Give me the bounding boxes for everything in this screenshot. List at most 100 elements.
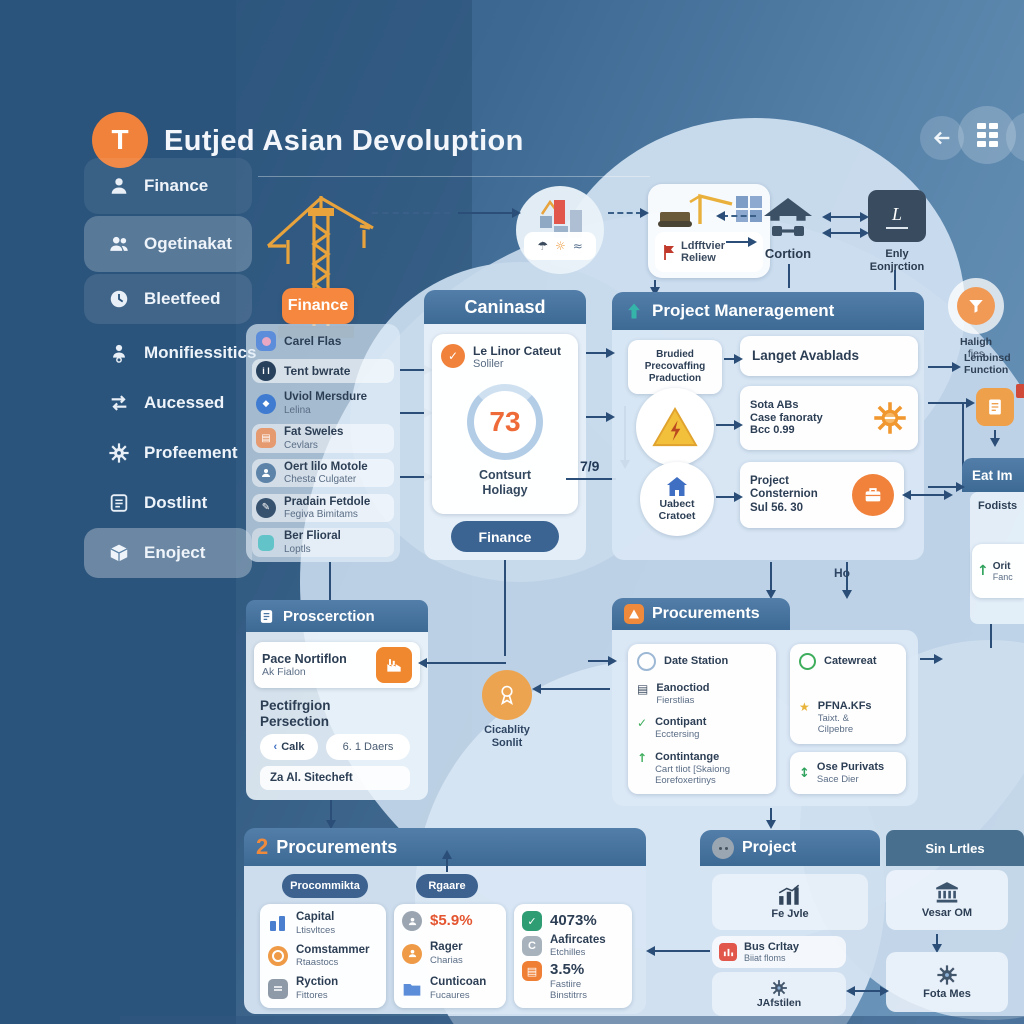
sidebar-item-label: Bleetfeed	[144, 289, 221, 308]
pm-house-node: Uabect Cratoet	[640, 462, 714, 536]
rail-doc-node	[976, 388, 1014, 426]
gear-icon	[936, 964, 958, 986]
up-arrow-icon: ↑	[637, 751, 648, 765]
gear-icon	[770, 979, 788, 997]
list-item: Date Station	[637, 652, 767, 671]
sidebar-item-label: Aucessed	[144, 393, 225, 412]
orange-gear-icon	[872, 400, 908, 436]
check-badge-icon: ✓	[441, 344, 465, 368]
sidebar-item-monifiessitics[interactable]: Monifiessitics	[84, 332, 256, 374]
up-arrow-icon	[624, 301, 644, 321]
funnel-icon	[957, 287, 995, 325]
person-icon	[108, 175, 130, 197]
grid-menu-icon	[976, 123, 998, 147]
chevron-left-icon: ‹	[273, 741, 278, 753]
list-item: ▤ 3.5%Fastiire Binstitrrs	[522, 961, 624, 1001]
pause-circle-icon	[637, 652, 656, 671]
people-icon	[108, 233, 130, 255]
caninasd-caption: Contsurt Holiagy	[478, 468, 532, 497]
cortion-label: Cortion	[764, 246, 812, 261]
invoice-tile-icon: ▤	[522, 961, 542, 982]
person-pin-icon	[108, 342, 130, 364]
daers-button[interactable]: 6. 1 Daers	[326, 734, 410, 760]
proscerction-row2: Za Al. Sitecheft	[260, 766, 410, 790]
check-icon: ✓	[637, 716, 648, 731]
proscerction-subhead: Pectifrgion Persection	[260, 698, 331, 729]
finance-pill-button[interactable]: Finance	[451, 521, 559, 552]
person-badge-icon	[256, 463, 276, 484]
logo-letter: T	[111, 124, 129, 155]
construction-scene-icon	[654, 188, 764, 230]
project-management-header: Project Maneragement	[612, 292, 924, 330]
umbrella-icon: ☂	[537, 239, 548, 253]
medal-icon	[496, 683, 518, 707]
sidebar-item-aucessed[interactable]: Aucessed	[84, 382, 252, 424]
rail-top-node	[948, 278, 1004, 334]
back-button[interactable]	[920, 116, 964, 160]
sidebar-item-dostlint[interactable]: Dostlint	[84, 482, 252, 524]
sidebar-item-label: Enoject	[144, 543, 206, 562]
proscerction-row1: Pace Nortiflon Ak Fialon	[254, 642, 420, 688]
review-line2: Reliew	[681, 252, 716, 264]
list-item[interactable]: i l Tent bwrate	[252, 359, 394, 384]
towers-icon	[268, 913, 288, 933]
pause-icon: i l	[256, 361, 276, 382]
teal-tile-icon	[258, 534, 274, 551]
apps-grid-button[interactable]	[958, 106, 1016, 164]
connector-dashed	[608, 212, 642, 214]
sidebar-item-profeement[interactable]: Profeement	[84, 432, 252, 474]
caninasd-header: Caninasd	[424, 290, 586, 324]
proscerction-header: Proscerction	[246, 600, 428, 632]
target-label: Langet Avablads	[752, 348, 860, 364]
stats-node-circle	[516, 186, 604, 274]
procommikta-badge: Procommikta	[282, 874, 368, 898]
card-reader-icon	[268, 978, 288, 999]
red-mini-node	[1016, 384, 1024, 398]
green-circle-icon	[799, 653, 816, 670]
sidebar-item-label: Ogetinakat	[144, 234, 232, 253]
person-tile-icon	[624, 604, 644, 624]
connector-line	[726, 241, 750, 243]
enly-label: Enly Eonjrction	[869, 248, 925, 273]
calk-button[interactable]: ‹ Calk	[260, 734, 318, 760]
review-node-card: Ldfftvier Reliew	[648, 184, 770, 278]
finance-items-panel: Carel Flas i l Tent bwrate ◆ Uviol Mersd…	[246, 324, 400, 562]
sidebar-item-finance[interactable]: Finance	[84, 158, 252, 214]
connector-line	[458, 212, 514, 214]
sidebar-item-ogetinakat[interactable]: Ogetinakat	[84, 216, 252, 272]
eat-panel-header: Eat Im	[962, 458, 1024, 492]
sidebar-item-enoject[interactable]: Enoject	[84, 528, 252, 578]
house-node-icon	[760, 194, 816, 242]
sidebar-background	[0, 0, 236, 1024]
robot-icon	[712, 837, 734, 859]
list-item[interactable]: Carel Flas	[252, 329, 394, 353]
sidebar-item-label: Profeement	[144, 443, 238, 462]
sidebar-item-bleetfeed[interactable]: Bleetfeed	[84, 274, 252, 324]
building-icon: ▤	[637, 681, 649, 696]
sin-gear-card: Fota Mes	[886, 952, 1008, 1012]
red-chart-icon	[719, 943, 737, 961]
pm-construction-card: Project Consternion Sul 56. 30	[740, 462, 904, 528]
green-up-arrow-icon: ↑	[977, 563, 989, 579]
project-bottom-header: Project	[700, 830, 880, 866]
clock-icon	[108, 288, 130, 310]
extra-header-button[interactable]	[1006, 112, 1024, 162]
gear-icon	[108, 442, 130, 464]
